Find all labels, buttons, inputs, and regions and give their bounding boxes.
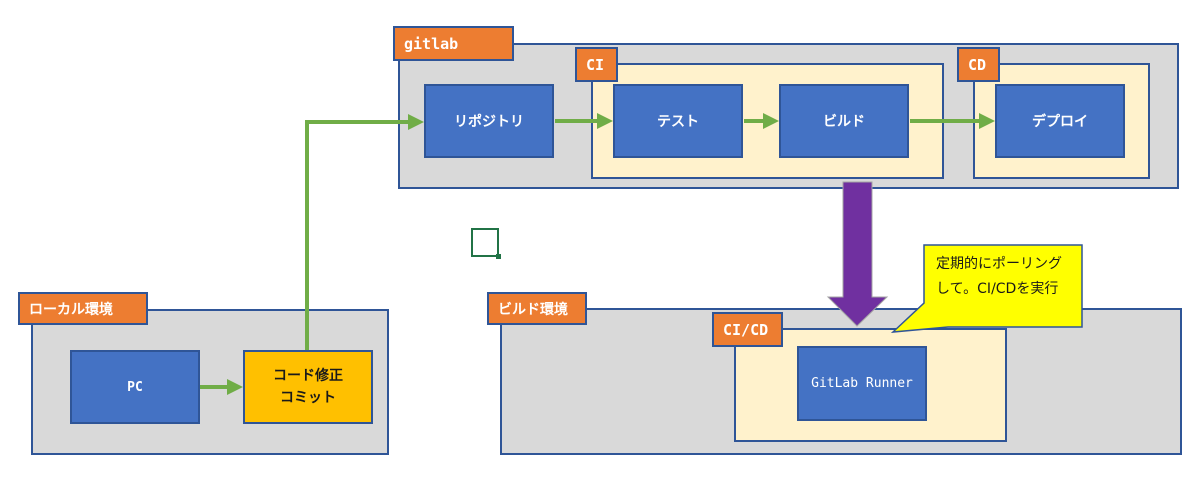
runner-poll-arrow	[826, 181, 889, 327]
build-env-tag: ビルド環境	[487, 292, 587, 325]
gitlab-runner-node[interactable]: GitLab Runner	[797, 346, 927, 421]
code-fix-commit-node[interactable]: コード修正 コミット	[243, 350, 373, 424]
gitlab-tag: gitlab	[393, 26, 514, 61]
cell-fill-handle[interactable]	[496, 254, 501, 259]
local-env-tag: ローカル環境	[18, 292, 148, 325]
callout-line-2: して。CI/CDを実行	[936, 281, 1059, 297]
cicd-tag: CI/CD	[712, 312, 783, 347]
callout-line-1: 定期的にポーリング	[936, 256, 1062, 272]
repository-node[interactable]: リポジトリ	[424, 84, 554, 158]
build-node[interactable]: ビルド	[779, 84, 909, 158]
cell-selection-cursor[interactable]	[471, 228, 499, 257]
test-node[interactable]: テスト	[613, 84, 743, 158]
pc-node[interactable]: PC	[70, 350, 200, 424]
code-fix-label: コード修正	[273, 368, 343, 384]
ci-tag: CI	[575, 47, 618, 82]
commit-label: コミット	[280, 390, 336, 406]
cd-tag: CD	[957, 47, 1000, 82]
deploy-node[interactable]: デプロイ	[995, 84, 1125, 158]
callout-text: 定期的にポーリング して。CI/CDを実行	[926, 246, 1082, 326]
